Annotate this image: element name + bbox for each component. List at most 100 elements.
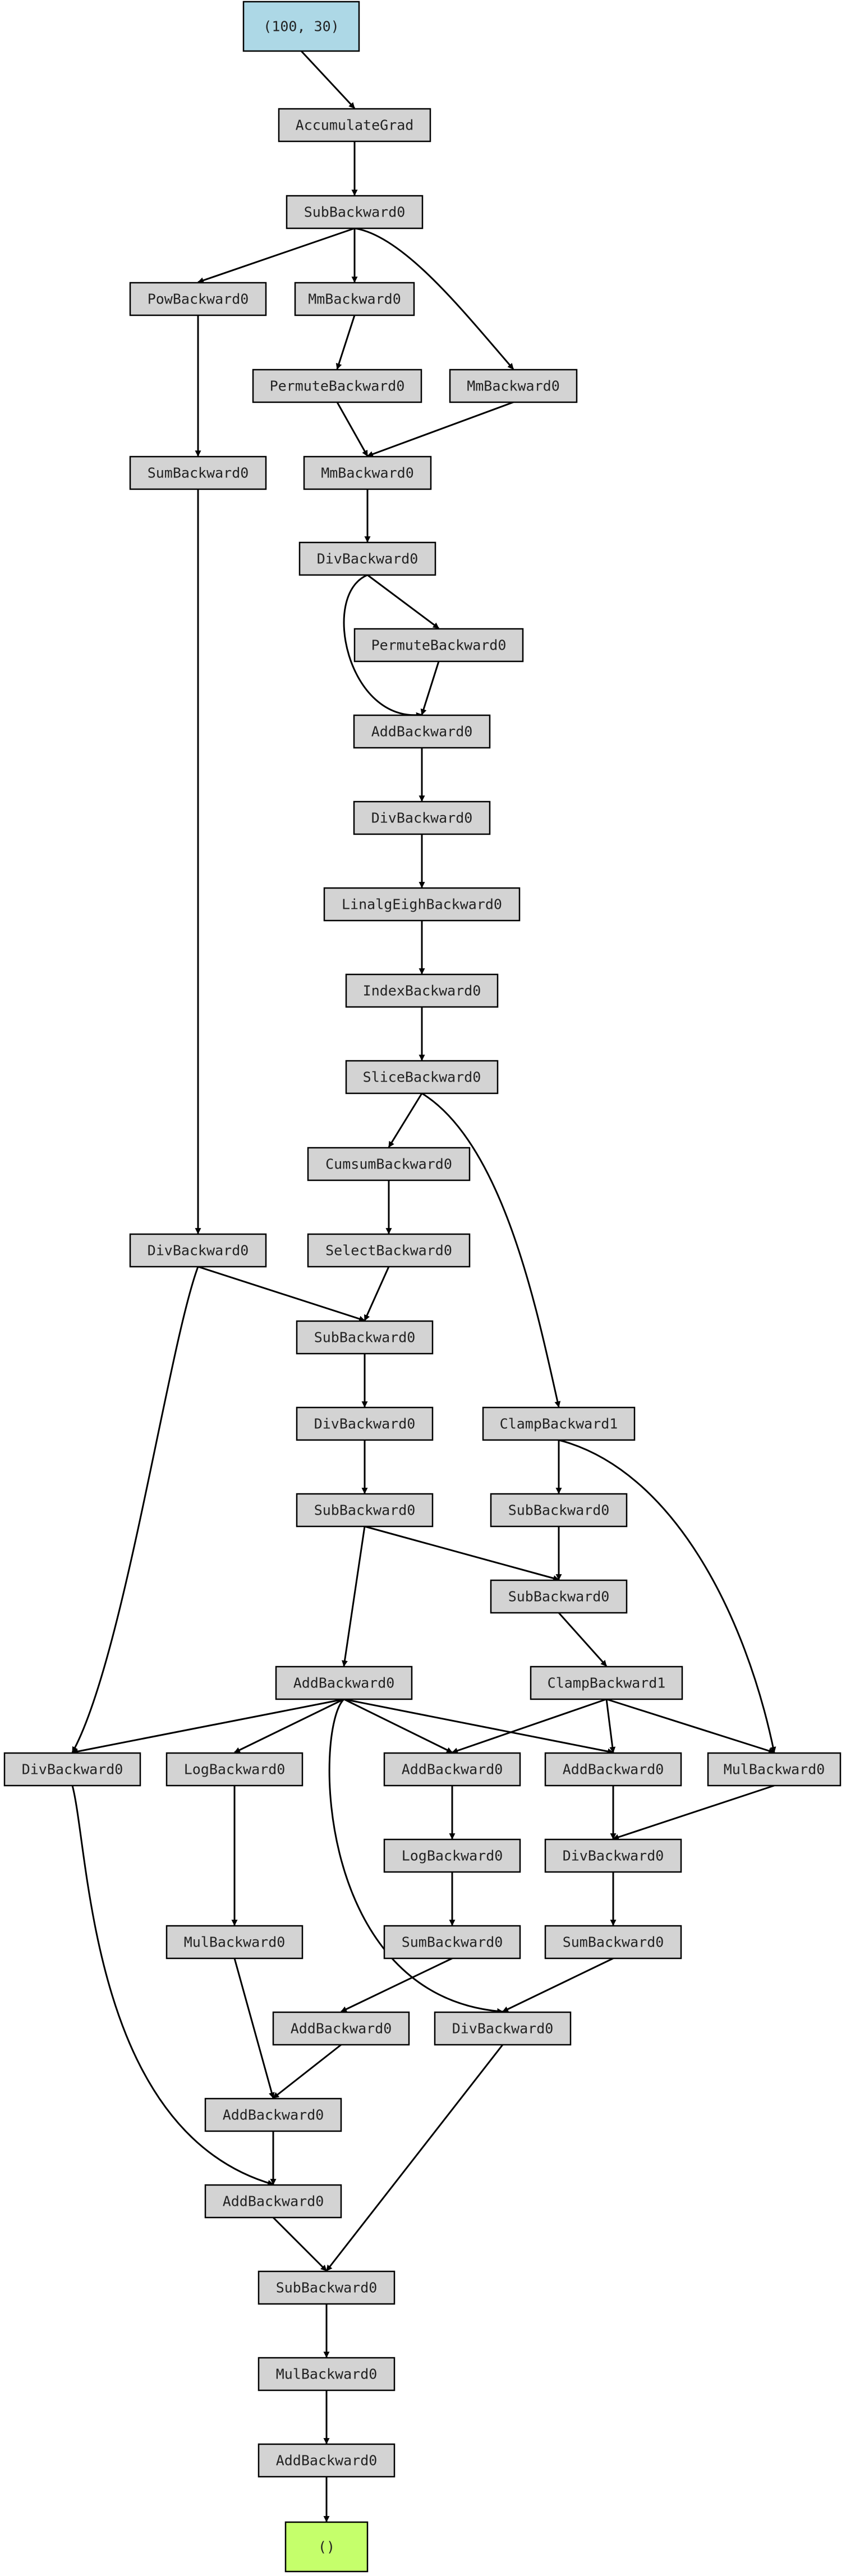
node-cumsum: CumsumBackward0 (307, 1147, 471, 1181)
edge-add5-to-add6 (273, 2044, 342, 2099)
node-box (490, 1579, 628, 1614)
node-box (353, 628, 524, 663)
node-div6: DivBackward0 (544, 1838, 682, 1873)
node-div4: DivBackward0 (296, 1406, 434, 1441)
node-box (258, 2357, 396, 2391)
node-index: IndexBackward0 (345, 973, 499, 1008)
node-label: (100, 30) (263, 19, 339, 35)
node-box (204, 2184, 342, 2219)
node-label: () (318, 2539, 335, 2555)
node-box (129, 282, 267, 316)
node-mm1: MmBackward0 (294, 282, 415, 316)
edge-clamp1-to-mul2 (558, 1439, 776, 1754)
edge-clamp2-to-add4 (605, 1699, 616, 1754)
node-label: DivBackward0 (148, 1243, 249, 1259)
node-sub4: SubBackward0 (296, 1493, 434, 1528)
node-sub2: SubBackward0 (296, 1320, 434, 1355)
node-mul1: MulBackward0 (165, 1925, 304, 1959)
node-add6: AddBackward0 (204, 2097, 342, 2132)
edge-perm1-to-mm3 (336, 402, 369, 457)
node-box (165, 1752, 304, 1787)
node-box (296, 1406, 434, 1441)
node-label: AddBackward0 (563, 1761, 664, 1778)
node-label: DivBackward0 (22, 1761, 123, 1778)
edge-add2-to-div5 (71, 1698, 344, 1755)
node-box (294, 282, 415, 316)
node-box (307, 1147, 471, 1181)
node-mul2: MulBackward0 (707, 1752, 842, 1787)
edges-layer (71, 50, 776, 2523)
edge-add2-to-log1 (234, 1698, 344, 1754)
node-out: () (284, 2521, 369, 2573)
node-div7: DivBackward0 (434, 2011, 572, 2046)
node-label: AddBackward0 (223, 2193, 324, 2210)
edge-div5-to-add7 (71, 1785, 274, 2186)
node-label: ClampBackward1 (548, 1675, 666, 1691)
node-box (298, 541, 436, 576)
node-label: CumsumBackward0 (325, 1156, 452, 1172)
node-div5: DivBackward0 (3, 1752, 141, 1787)
edge-slice-to-clamp1 (421, 1092, 561, 1408)
node-label: AccumulateGrad (296, 117, 414, 134)
node-box (353, 801, 491, 835)
node-add8: AddBackward0 (258, 2443, 396, 2478)
node-label: MulBackward0 (184, 1934, 286, 1951)
node-mm2: MmBackward0 (449, 369, 578, 403)
node-slice: SliceBackward0 (345, 1060, 499, 1094)
node-label: AddBackward0 (371, 724, 473, 740)
node-add7: AddBackward0 (204, 2184, 342, 2219)
node-box (258, 2270, 396, 2305)
node-label: SliceBackward0 (363, 1069, 481, 1085)
edge-add2-to-div7 (328, 1698, 504, 2014)
node-box (383, 1752, 521, 1787)
node-perm1: PermuteBackward0 (252, 369, 422, 403)
node-box (353, 714, 491, 749)
node-box (544, 1925, 682, 1959)
node-label: DivBackward0 (317, 551, 419, 567)
node-label: PowBackward0 (148, 291, 249, 307)
node-box (544, 1838, 682, 1873)
node-label: AddBackward0 (293, 1675, 395, 1691)
node-label: MmBackward0 (308, 291, 401, 307)
node-add3: AddBackward0 (383, 1752, 521, 1787)
node-label: AddBackward0 (223, 2107, 324, 2123)
node-select: SelectBackward0 (307, 1233, 471, 1268)
edge-mul1-to-add6 (233, 1958, 275, 2099)
node-box (345, 973, 499, 1008)
node-label: MulBackward0 (276, 2366, 378, 2382)
edge-param-to-accum (300, 50, 356, 109)
node-label: SubBackward0 (304, 204, 406, 220)
node-label: DivBackward0 (314, 1416, 416, 1432)
node-box (296, 1493, 434, 1528)
node-box (449, 369, 578, 403)
node-accum: AccumulateGrad (278, 108, 431, 142)
edge-add2-to-add4 (343, 1698, 614, 1755)
node-label: LinalgEighBackward0 (342, 896, 502, 913)
node-sub5: SubBackward0 (490, 1579, 628, 1614)
node-log2: LogBackward0 (383, 1838, 521, 1873)
node-box (345, 1060, 499, 1094)
node-sum2: SumBackward0 (383, 1925, 521, 1959)
node-box (490, 1493, 628, 1528)
edge-div1-to-add1 (343, 574, 423, 719)
node-box (242, 1, 360, 52)
node-box (272, 2011, 410, 2046)
node-box (286, 195, 424, 229)
node-box (129, 1233, 267, 1268)
edge-clamp2-to-mul2 (606, 1698, 775, 1754)
node-box (323, 887, 521, 922)
node-label: PermuteBackward0 (371, 637, 507, 654)
node-label: LogBackward0 (402, 1848, 503, 1864)
node-label: SubBackward0 (276, 2280, 378, 2296)
edge-div3-to-sub2 (197, 1266, 366, 1322)
node-box (383, 1838, 521, 1873)
edge-sub0-to-mm2 (354, 227, 514, 370)
node-add2: AddBackward0 (275, 1666, 413, 1700)
node-eigh: LinalgEighBackward0 (323, 887, 521, 922)
node-label: SelectBackward0 (325, 1243, 452, 1259)
node-label: SubBackward0 (508, 1589, 610, 1605)
node-label: MmBackward0 (321, 465, 414, 481)
edge-sub0-to-pow (197, 227, 355, 283)
node-clamp1: ClampBackward1 (482, 1406, 636, 1441)
node-sum1: SumBackward0 (129, 456, 267, 490)
